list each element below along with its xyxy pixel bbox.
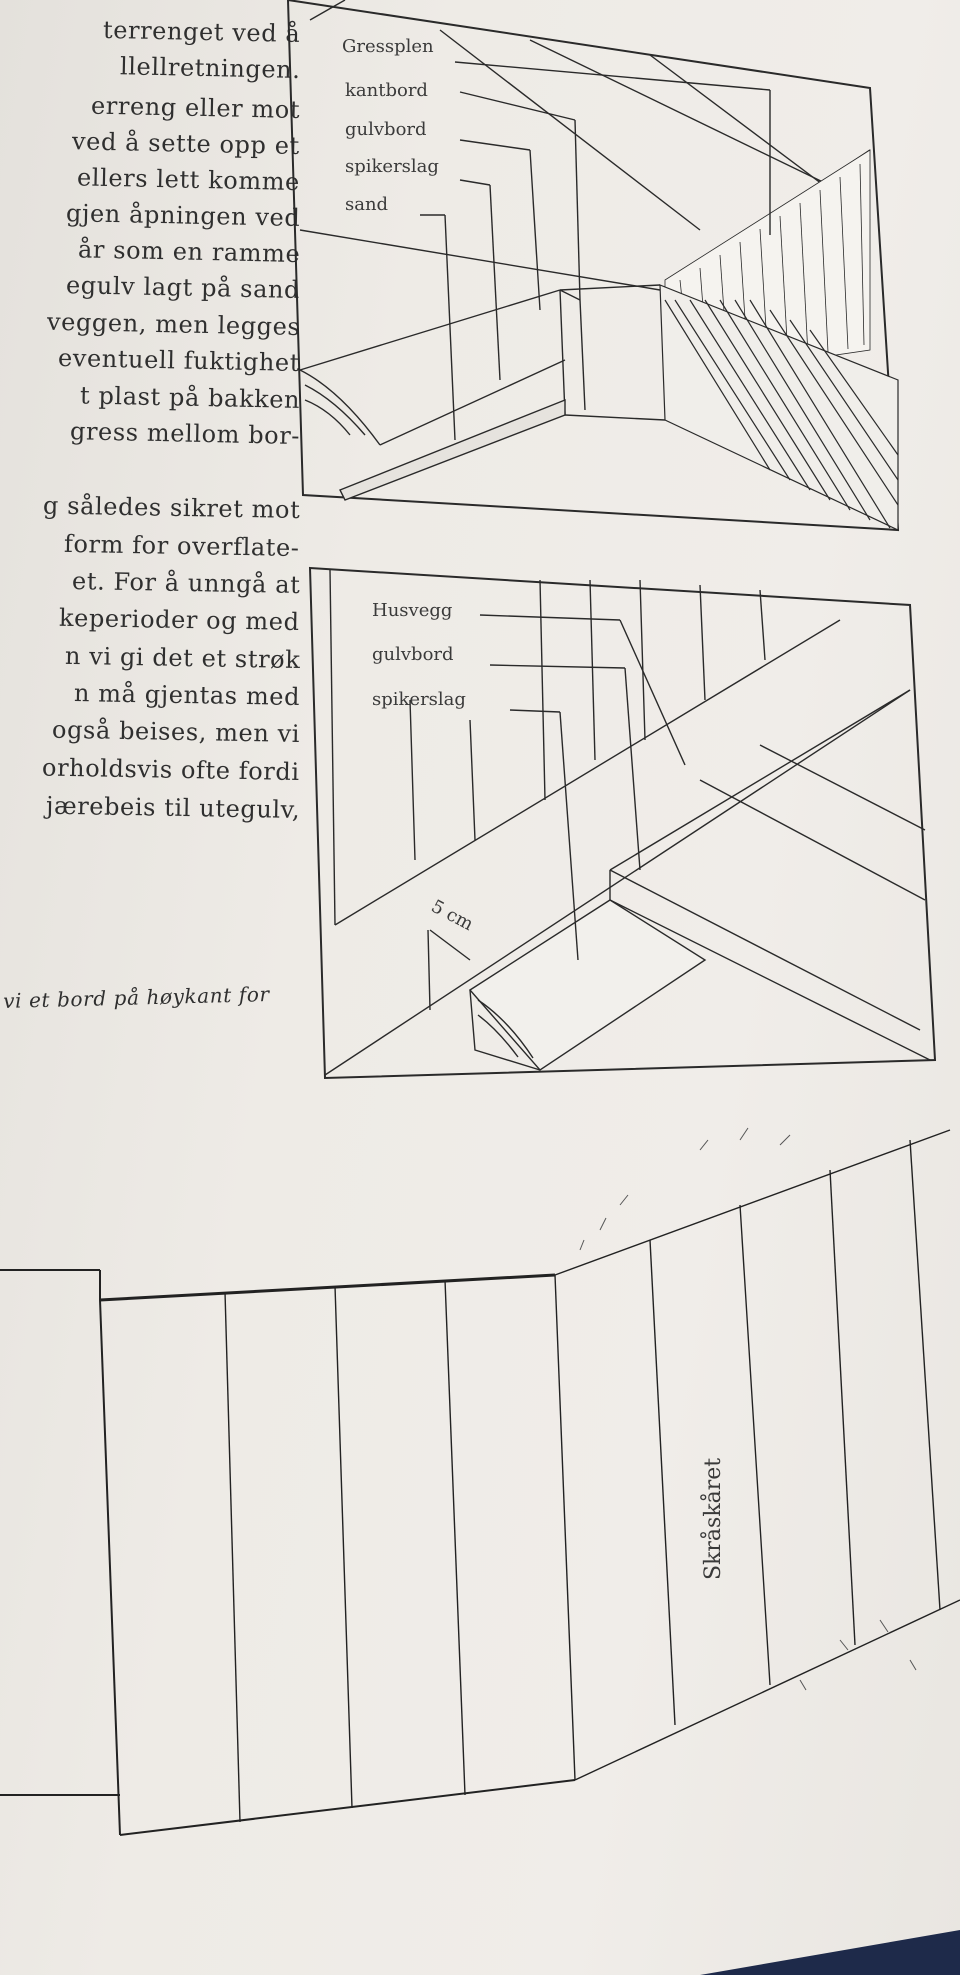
label-gulvbord-2: gulvbord (372, 644, 454, 665)
label-husvegg: Husvegg (372, 600, 452, 621)
label-gressplen: Gressplen (342, 36, 434, 57)
label-spikerslag-2: spikerslag (372, 689, 466, 710)
label-gulvbord: gulvbord (345, 119, 427, 140)
background-table (700, 1930, 960, 1975)
label-kantbord: kantbord (345, 80, 428, 101)
label-spikerslag: spikerslag (345, 156, 439, 177)
label-skraskaret: Skråskåret (699, 1458, 726, 1580)
label-sand: sand (345, 194, 388, 215)
